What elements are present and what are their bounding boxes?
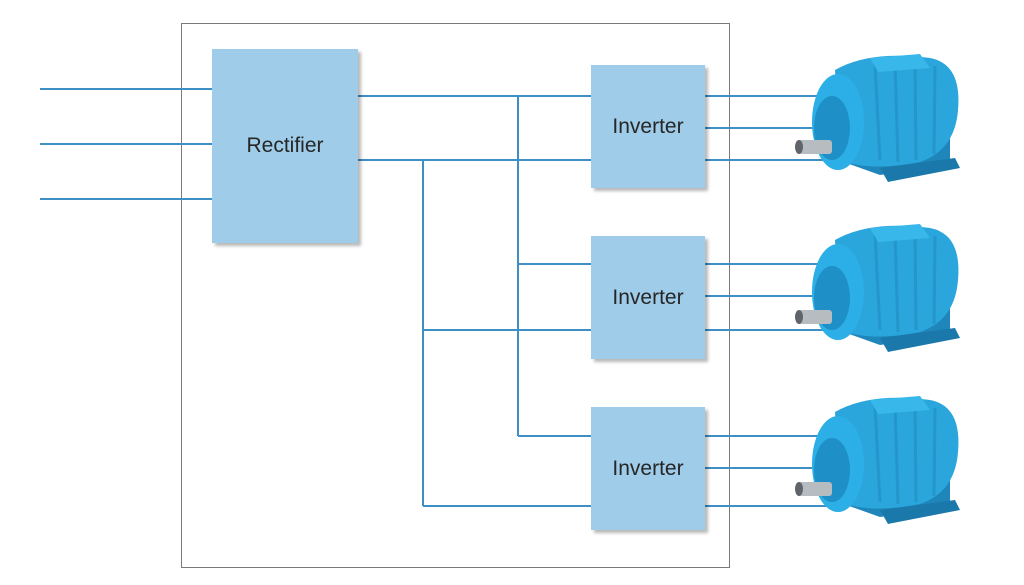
electric-motor-icon-1 bbox=[793, 52, 962, 184]
inverter-block-1: Inverter bbox=[591, 65, 705, 188]
electric-motor-icon-2 bbox=[793, 222, 962, 354]
inverter-block-2: Inverter bbox=[591, 236, 705, 359]
inverter-label-2: Inverter bbox=[612, 285, 684, 309]
rectifier-label: Rectifier bbox=[246, 134, 324, 157]
inverter-label-3: Inverter bbox=[612, 456, 684, 480]
electric-motor-icon-3 bbox=[793, 394, 962, 526]
inverter-label-1: Inverter bbox=[612, 114, 684, 138]
rectifier-block: Rectifier bbox=[212, 49, 358, 243]
inverter-block-3: Inverter bbox=[591, 407, 705, 530]
